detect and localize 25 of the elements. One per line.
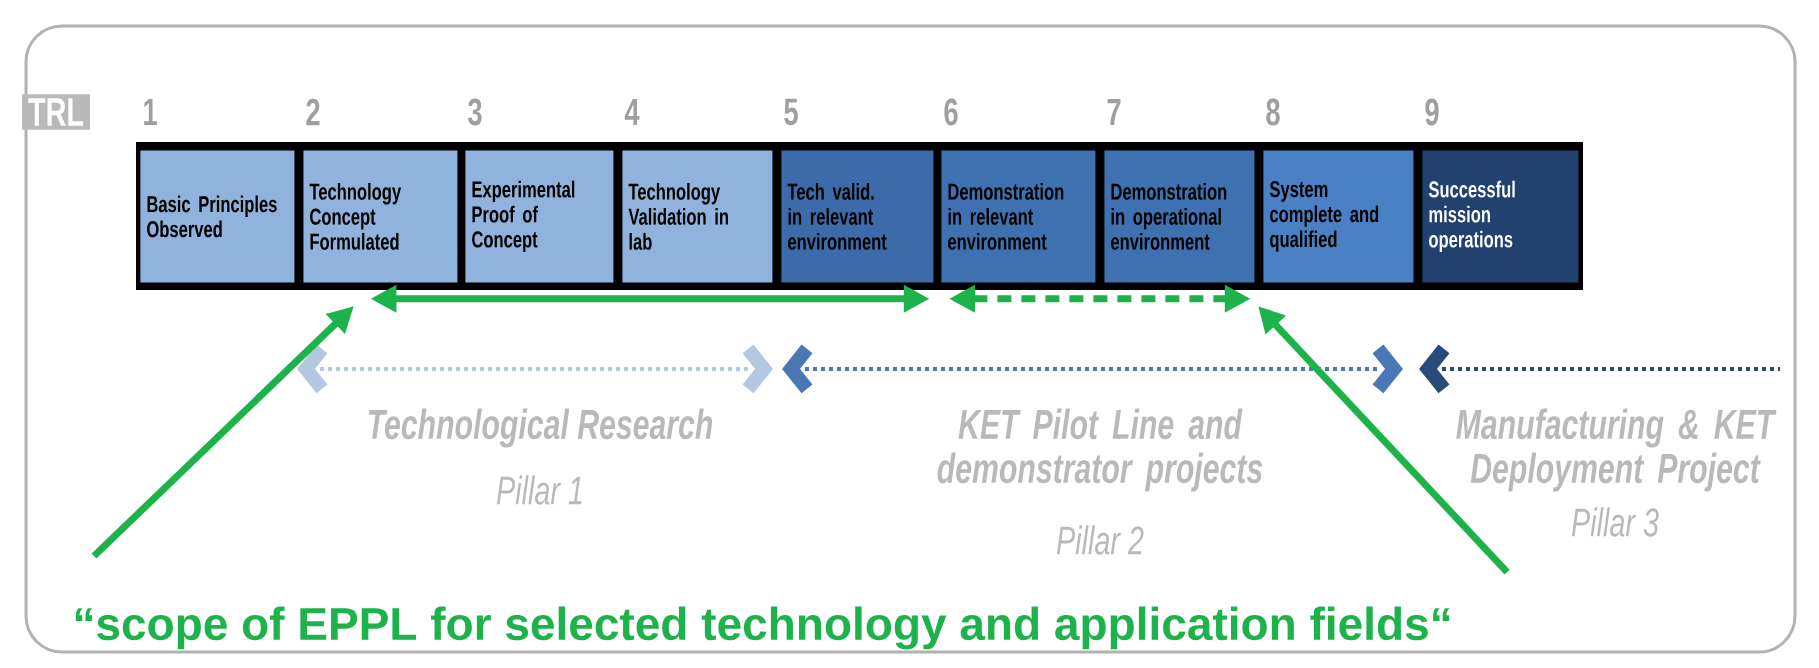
level-box: System complete and qualified	[1263, 150, 1414, 283]
level-number: 6	[944, 98, 958, 126]
level-number: 8	[1266, 98, 1280, 126]
pillar-name: Pillar 3	[1571, 507, 1659, 537]
level-box: Demonstration in operational environment	[1104, 150, 1255, 283]
level-number: 4	[624, 98, 640, 126]
pillar-title: Technological Research	[368, 408, 713, 448]
caption-text: “scope of EPPL for selected technology and application fields“	[75, 606, 1450, 650]
pillar-title: Manufacturing & KET Deployment Project	[1456, 408, 1777, 492]
level-box: Successful mission operations	[1422, 150, 1579, 283]
level-number: 5	[784, 98, 798, 126]
level-number: 2	[306, 98, 320, 126]
trl-badge: TRL	[22, 94, 90, 130]
level-box: Technology Concept Formulated	[303, 150, 458, 283]
level-box: Basic Principles Observed	[140, 150, 295, 283]
level-number: 3	[468, 98, 482, 126]
pillar-name: Pillar 2	[1056, 525, 1144, 555]
level-box: Demonstration in relevant environment	[941, 150, 1096, 283]
level-box: Tech valid. in relevant environment	[781, 150, 934, 283]
pillar-name: Pillar 1	[496, 475, 582, 505]
level-number: 9	[1425, 98, 1439, 126]
level-number: 7	[1107, 98, 1121, 126]
level-box: Experimental Proof of Concept	[465, 150, 614, 283]
level-box: Technology Validation in lab	[622, 150, 773, 283]
pillar-title: KET Pilot Line and demonstrator projects	[937, 408, 1263, 492]
